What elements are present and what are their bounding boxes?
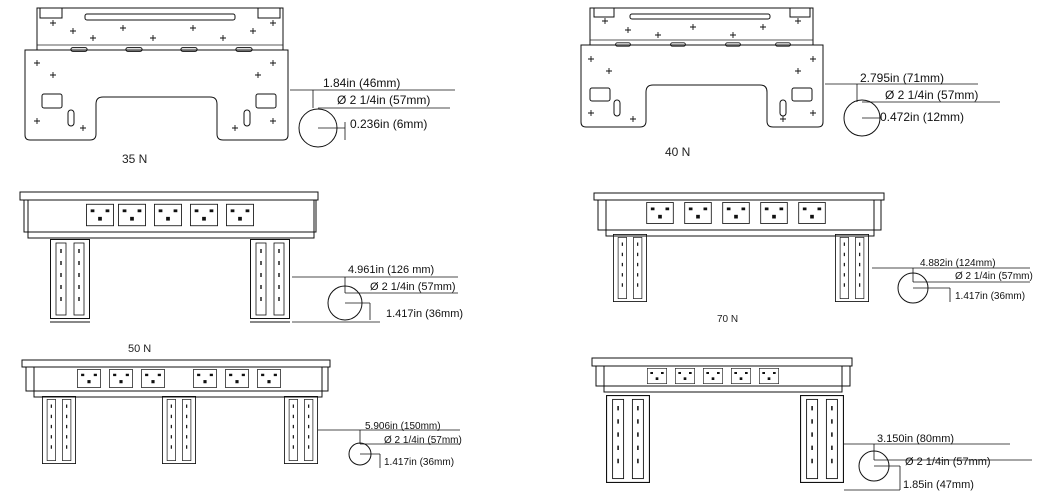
panel-35n-title: 35 N bbox=[122, 152, 147, 166]
panel-40n-depth-label: 0.472in (12mm) bbox=[880, 110, 964, 124]
panel-50n-a-drawing bbox=[19, 191, 458, 323]
panel-35n-offset-label: 1.84in (46mm) bbox=[323, 76, 400, 90]
panel-35n-holes bbox=[34, 20, 276, 131]
panel-40n-diameter-label: Ø 2 1/4in (57mm) bbox=[885, 88, 978, 102]
panel-70n-drawing bbox=[593, 192, 1030, 304]
panel-40n-holes bbox=[588, 18, 816, 122]
panel-large-drawing bbox=[591, 357, 1032, 491]
panel-70n-depth-label: 1.417in (36mm) bbox=[955, 291, 1025, 302]
panel-50n-b-diameter-label: Ø 2 1/4in (57mm) bbox=[384, 435, 462, 446]
panel-50n-a-depth-label: 1.417in (36mm) bbox=[386, 308, 463, 320]
panel-50n-a-diameter-label: Ø 2 1/4in (57mm) bbox=[370, 281, 456, 293]
panel-35n-diameter-label: Ø 2 1/4in (57mm) bbox=[337, 93, 430, 107]
panel-50n-b-title: 50 N bbox=[128, 343, 151, 355]
panel-50n-b-depth-label: 1.417in (36mm) bbox=[384, 457, 454, 468]
panel-70n-diameter-label: Ø 2 1/4in (57mm) bbox=[955, 271, 1033, 282]
panel-40n-offset-label: 2.795in (71mm) bbox=[860, 71, 944, 85]
panel-70n-offset-label: 4.882in (124mm) bbox=[920, 258, 996, 269]
panel-50n-b-drawing bbox=[21, 359, 460, 468]
panel-40n-drawing bbox=[580, 7, 1000, 137]
panel-large-offset-label: 3.150in (80mm) bbox=[877, 433, 954, 445]
panel-50n-a-offset-label: 4.961in (126 mm) bbox=[348, 264, 434, 276]
panel-large-depth-label: 1.85in (47mm) bbox=[903, 479, 974, 491]
panel-40n-title: 40 N bbox=[665, 145, 690, 159]
panel-70n-title: 70 N bbox=[717, 314, 738, 325]
panel-50n-b-offset-label: 5.906in (150mm) bbox=[365, 421, 441, 432]
panel-35n-drawing bbox=[24, 7, 455, 148]
panel-large-diameter-label: Ø 2 1/4in (57mm) bbox=[905, 456, 991, 468]
panel-35n-depth-label: 0.236in (6mm) bbox=[350, 117, 427, 131]
